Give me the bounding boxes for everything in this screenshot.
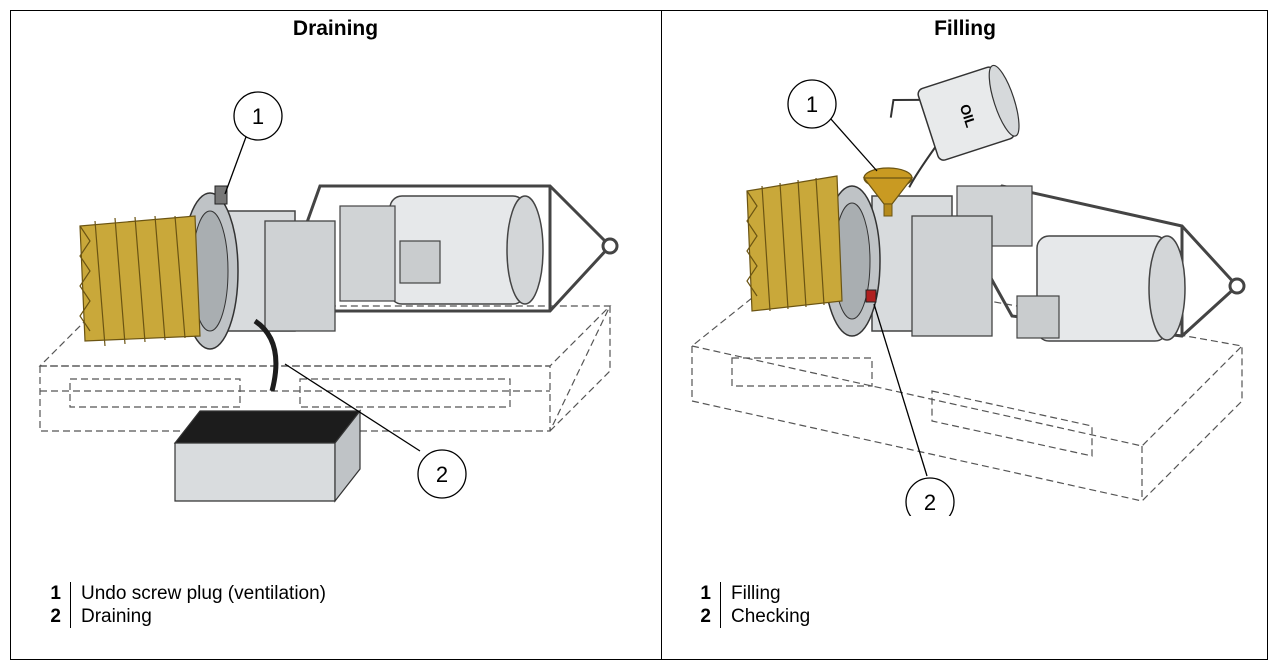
legend-text: Undo screw plug (ventilation) xyxy=(81,583,327,604)
filling-illustration: OIL 1 2 xyxy=(690,64,1246,516)
callout-circle-1 xyxy=(787,79,837,129)
pump-housing xyxy=(823,185,993,337)
legend-item: 2 Checking xyxy=(690,605,810,628)
legend-number: 1 xyxy=(50,583,61,604)
panel-title-draining: Draining xyxy=(292,17,379,40)
drain-tray xyxy=(173,409,362,503)
callout-leader-2 xyxy=(873,303,928,477)
pallet-outline xyxy=(38,305,612,432)
rotor xyxy=(746,175,843,312)
callout-circle-2 xyxy=(417,449,467,499)
legend-draining: 1 Undo screw plug (ventilation) 2 Draini… xyxy=(40,582,326,628)
legend-text: Draining xyxy=(81,606,152,627)
legend-separator xyxy=(70,582,71,605)
oil-can-label: OIL xyxy=(957,102,980,130)
legend-text: Filling xyxy=(731,583,781,604)
legend-item: 2 Draining xyxy=(40,605,326,628)
motor xyxy=(956,185,1186,342)
panel-filling: Filling xyxy=(662,10,1268,660)
motor xyxy=(339,195,544,305)
legend-number: 2 xyxy=(700,606,711,627)
legend-item: 1 Filling xyxy=(690,582,810,605)
callout-label-1: 1 xyxy=(252,104,264,129)
column-divider xyxy=(661,10,662,660)
rotor xyxy=(79,215,201,347)
legend-item: 1 Undo screw plug (ventilation) xyxy=(40,582,326,605)
panel-draining: Draining xyxy=(10,10,661,660)
table-frame xyxy=(10,10,1268,660)
oil-can-icon: OIL xyxy=(889,64,1020,188)
funnel-icon xyxy=(862,167,914,217)
panel-title-filling: Filling xyxy=(934,17,996,40)
drain-hose xyxy=(253,318,279,392)
callout-label-2: 2 xyxy=(924,490,936,515)
legend-number: 1 xyxy=(700,583,711,604)
legend-filling: 1 Filling 2 Checking xyxy=(690,582,810,628)
callout-circle-2 xyxy=(905,477,955,516)
legend-separator xyxy=(70,605,71,628)
legend-separator xyxy=(720,582,721,605)
callout-label-1: 1 xyxy=(806,92,818,117)
draining-illustration: 1 2 xyxy=(38,91,619,503)
callout-leader-2 xyxy=(284,363,421,452)
legend-text: Checking xyxy=(731,606,811,627)
callout-circle-1 xyxy=(233,91,283,141)
callout-leader-1 xyxy=(829,117,878,172)
legend-separator xyxy=(720,605,721,628)
callout-label-2: 2 xyxy=(436,462,448,487)
legend-number: 2 xyxy=(50,606,61,627)
